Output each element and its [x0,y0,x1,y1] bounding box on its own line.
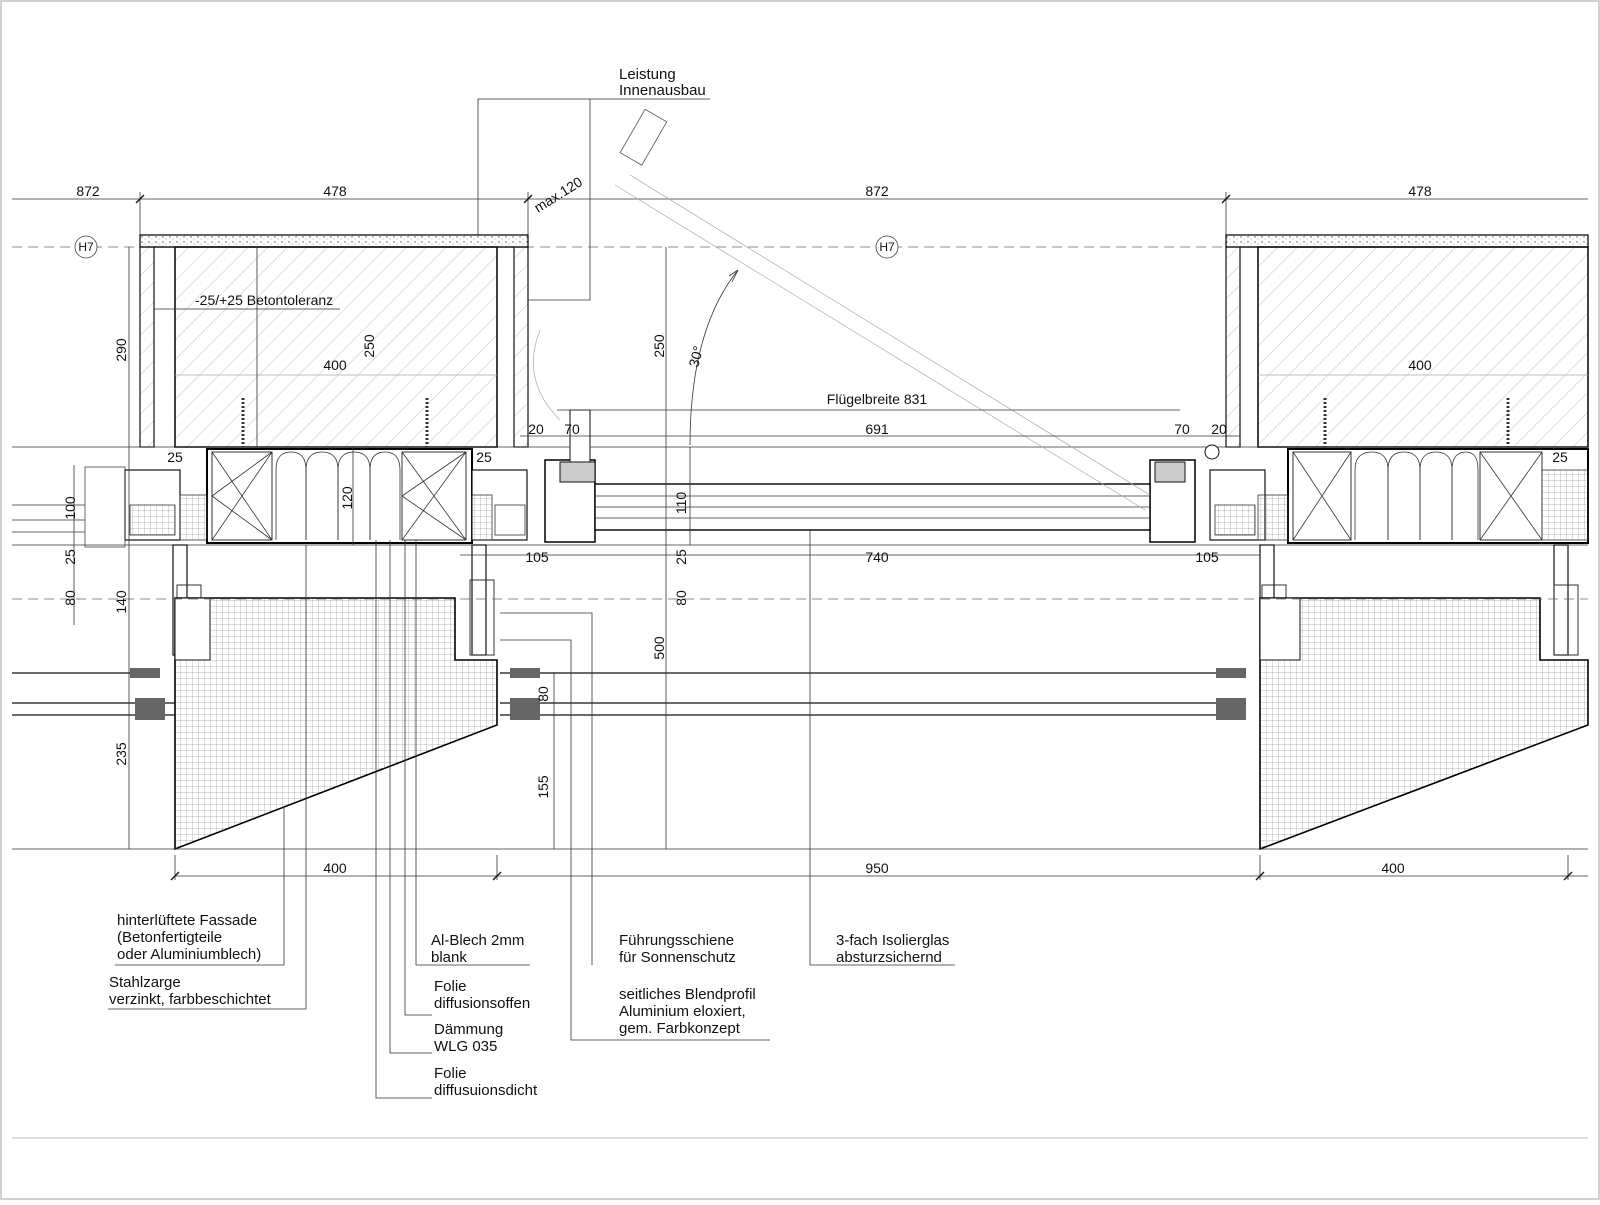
dim-v-25-center-top: 25 [476,449,492,465]
callout-blendprofil-line3: gem. Farbkonzept [619,1020,741,1037]
callout-leistung-innenausbau: Leistung Innenausbau [619,66,706,99]
dim-v-500: 500 [651,636,667,660]
grid-mark-h7-left: H7 [78,240,94,254]
dim-bottom-400-right: 400 [1381,860,1405,876]
dim-h-70-left: 70 [564,421,580,437]
dim-h-400-right: 400 [1408,357,1432,373]
vertical-dimension-lines [73,247,691,849]
dim-h-105-right: 105 [1195,549,1219,565]
dim-top-872-left: 872 [76,183,100,199]
callout-fassade-line3: oder Aluminiumblech) [117,946,261,963]
callout-daemmung-line2: WLG 035 [434,1038,497,1055]
callout-fuehrung-line2: für Sonnenschutz [619,949,736,966]
dim-v-25-right-top: 25 [1552,449,1568,465]
dim-v-100: 100 [62,496,78,520]
callout-fuehrung-line1: Führungsschiene [619,932,734,949]
dim-top-478-right: 478 [1408,183,1432,199]
dim-h-740: 740 [865,549,889,565]
dim-h-105-left: 105 [525,549,549,565]
callout-fassade-line2: (Betonfertigteile [117,929,222,946]
dim-h-400-left: 400 [323,357,347,373]
callout-daemmung: Dämmung WLG 035 [434,1021,503,1055]
dim-h-691: 691 [865,421,889,437]
note-fluegelbreite: Flügelbreite 831 [827,391,928,407]
dim-v-290: 290 [113,338,129,362]
dim-h-20-right: 20 [1211,421,1227,437]
note-max-120: max.120 [531,173,585,215]
dim-bottom-400-left: 400 [323,860,347,876]
right-insulation-band [1209,448,1589,544]
dim-v-250-left: 250 [361,334,377,358]
callout-folie-dicht-line1: Folie [434,1065,467,1082]
note-angle-30: 30° [685,344,706,369]
callout-fassade: hinterlüftete Fassade (Betonfertigteile … [117,912,261,963]
callout-folie-diffusionsoffen: Folie diffusionsoffen [434,978,530,1012]
dim-v-250-center: 250 [651,334,667,358]
cladding-bars [12,668,1246,720]
dim-v-110: 110 [673,492,689,515]
facade-panel-right [1259,597,1589,851]
grid-mark-h7-center: H7 [879,240,895,254]
callout-isolierglas-line2: absturzsichernd [836,949,942,966]
callout-folie-offen-line2: diffusionsoffen [434,995,530,1012]
callout-fassade-line1: hinterlüftete Fassade [117,912,257,929]
callout-stahlzarge: Stahlzarge verzinkt, farbbeschichtet [109,974,272,1008]
dim-v-155: 155 [535,775,551,799]
callout-stahlzarge-line1: Stahlzarge [109,974,181,991]
callout-al-blech-line1: Al-Blech 2mm [431,932,524,949]
dim-v-80-center: 80 [673,590,689,606]
callout-blendprofil-line2: Aluminium eloxiert, [619,1003,746,1020]
opening-swing-indicator [533,108,1151,511]
callout-blendprofil-line1: seitliches Blendprofil [619,986,756,1003]
callout-folie-offen-line1: Folie [434,978,467,995]
left-concrete-lintel [139,234,529,448]
dim-h-70-right: 70 [1174,421,1190,437]
top-dimension-chain: 872 478 872 478 [12,183,1588,240]
callout-al-blech: Al-Blech 2mm blank [431,932,524,966]
callout-blendprofil: seitliches Blendprofil Aluminium eloxier… [619,986,756,1037]
callout-fuehrungsschiene: Führungsschiene für Sonnenschutz [619,932,736,966]
callout-folie-dicht-line2: diffusuionsdicht [434,1082,538,1099]
intermediate-dimension-lines [460,409,1260,556]
left-insulation-band [12,446,1588,548]
dim-top-478-left: 478 [323,183,347,199]
callout-leistung-line2: Innenausbau [619,82,706,99]
dim-v-25-left: 25 [62,549,78,565]
dim-v-120: 120 [339,486,355,510]
right-concrete-lintel [1225,234,1589,448]
dim-v-80-left: 80 [62,590,78,606]
dim-v-140: 140 [113,590,129,614]
callout-leistung-line1: Leistung [619,66,676,83]
dim-bottom-950: 950 [865,860,889,876]
dim-v-235: 235 [113,742,129,766]
window-sash-glazing [544,409,1220,543]
dim-v-25-center: 25 [673,549,689,565]
callout-isolierglas-line1: 3-fach Isolierglas [836,932,949,949]
note-betontoleranz: -25/+25 Betontoleranz [195,292,333,308]
bottom-dimension-chain [170,855,1588,881]
dim-v-25-left-top: 25 [167,449,183,465]
facade-panel-left [174,597,498,851]
leader-lines [108,98,955,1099]
callout-daemmung-line1: Dämmung [434,1021,503,1038]
dim-top-872-center: 872 [865,183,889,199]
callout-isolierglas: 3-fach Isolierglas absturzsichernd [836,932,949,966]
dim-v-80-center-lower: 80 [535,686,551,702]
callout-stahlzarge-line2: verzinkt, farbbeschichtet [109,991,272,1008]
callout-al-blech-line2: blank [431,949,467,966]
dim-h-20-left: 20 [528,421,544,437]
callout-folie-diffusionsdicht: Folie diffusuionsdicht [434,1065,538,1099]
